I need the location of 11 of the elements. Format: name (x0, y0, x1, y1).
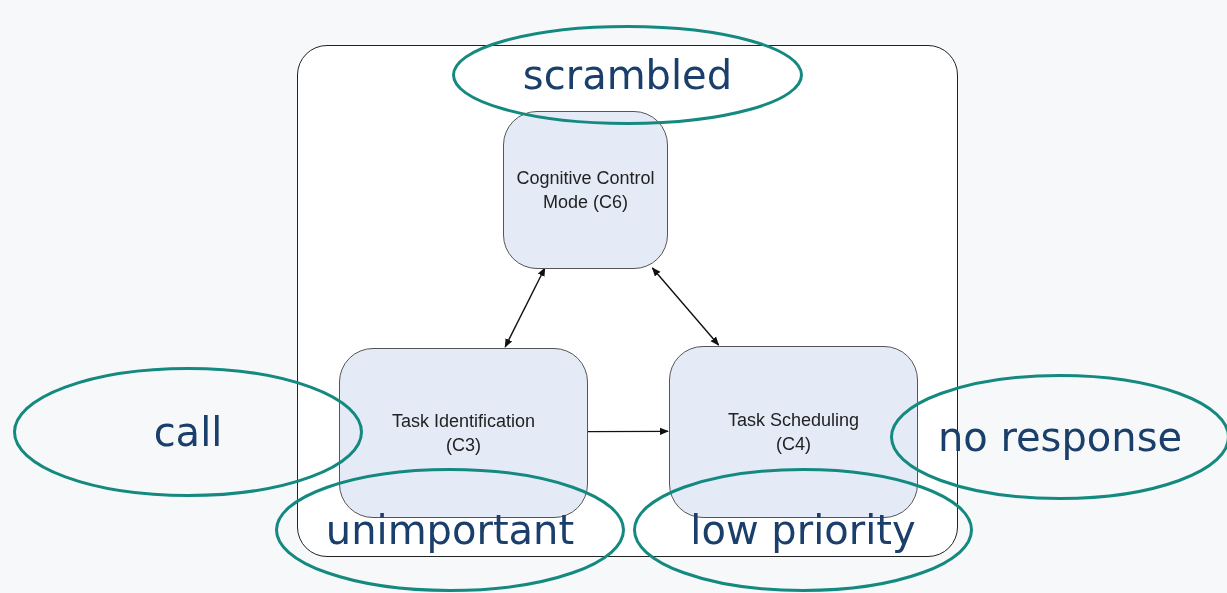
process-box (503, 111, 668, 269)
arrow (651, 267, 720, 346)
annotation-text: scrambled (522, 52, 733, 98)
annotation-text: unimportant (325, 507, 575, 553)
arrow (504, 267, 546, 348)
annotation-text: low priority (690, 507, 916, 553)
arrow (586, 427, 669, 435)
box-label: Task Scheduling (C4) (726, 408, 861, 456)
box-label: Task Identification (C3) (390, 409, 537, 457)
box-label: Cognitive Control Mode (C6) (515, 166, 656, 214)
annotation-text: call (153, 409, 223, 455)
